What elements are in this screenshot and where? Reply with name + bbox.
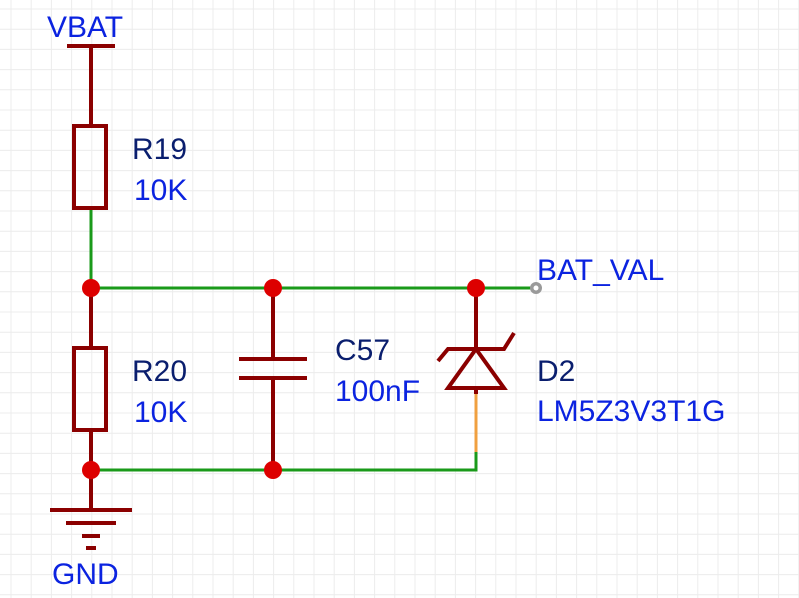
c57-designator: C57 [335, 334, 390, 367]
bat-val-net-label[interactable]: BAT_VAL [537, 254, 664, 287]
r20-value: 10K [134, 396, 187, 429]
vbat-label[interactable]: VBAT [47, 11, 123, 44]
junction-dot [467, 279, 485, 297]
junction-dot [82, 461, 100, 479]
junctions [82, 279, 485, 479]
junction-dot [264, 461, 282, 479]
resistor-r19[interactable] [72, 124, 108, 210]
r19-designator: R19 [132, 133, 187, 166]
c57-value: 100nF [335, 375, 420, 408]
gnd-power-symbol[interactable] [50, 508, 132, 550]
r20-body [72, 346, 108, 432]
d2-designator: D2 [537, 355, 575, 388]
r19-value: 10K [134, 174, 187, 207]
r20-designator: R20 [132, 355, 187, 388]
r19-body [72, 124, 108, 210]
net-flag-end-inner [533, 285, 539, 291]
capacitor-c57[interactable] [239, 288, 307, 470]
zener-diode-d2[interactable] [436, 288, 516, 394]
junction-dot [82, 279, 100, 297]
d2-value: LM5Z3V3T1G [537, 395, 725, 428]
vbat-power-symbol[interactable] [67, 44, 115, 126]
junction-dot [264, 279, 282, 297]
gnd-label[interactable]: GND [52, 558, 119, 591]
